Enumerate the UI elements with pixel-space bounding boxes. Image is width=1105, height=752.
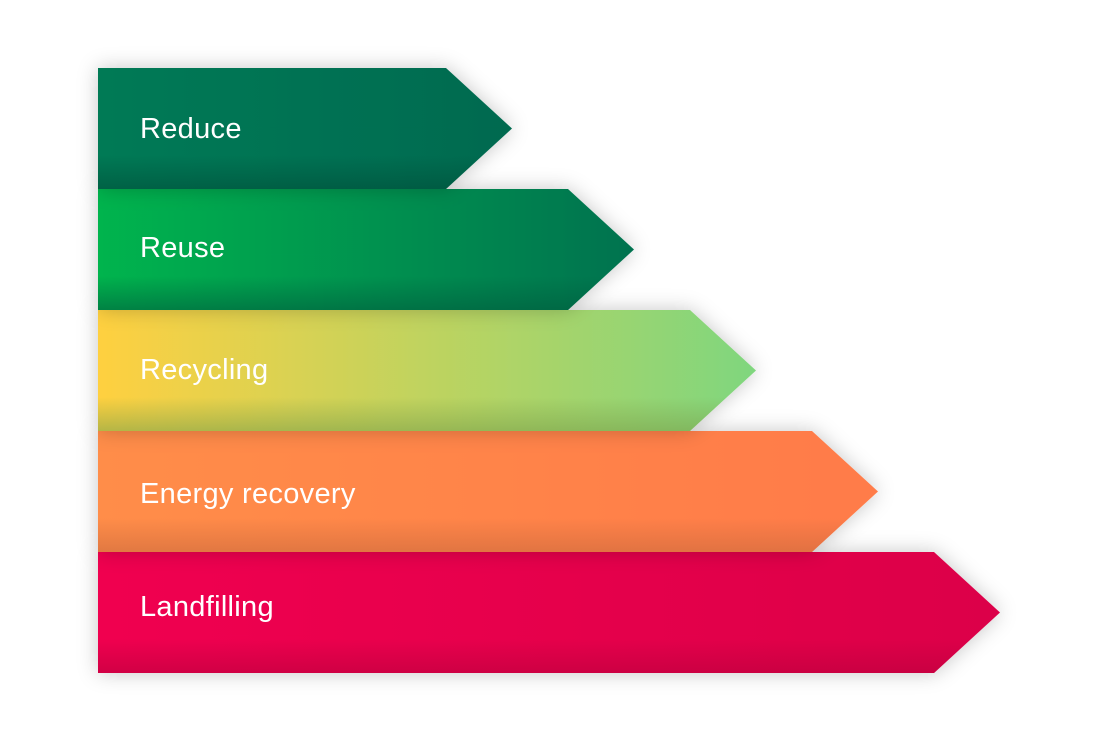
arrow-landfilling [98, 552, 1000, 673]
arrow-shading-reuse [98, 189, 634, 310]
arrow-reduce [98, 68, 512, 189]
arrow-shading-landfilling [98, 552, 1000, 673]
level-label-landfilling: Landfilling [140, 591, 274, 623]
level-label-reuse: Reuse [140, 232, 226, 264]
arrow-shading-energy-recovery [98, 431, 878, 552]
level-label-reduce: Reduce [140, 113, 242, 145]
arrow-shading-reduce [98, 68, 512, 189]
arrow-reuse [98, 189, 634, 310]
arrow-recycling [98, 310, 756, 431]
arrow-shading-recycling [98, 310, 756, 431]
level-label-recycling: Recycling [140, 354, 269, 386]
level-label-energy-recovery: Energy recovery [140, 478, 356, 510]
arrow-energy-recovery [98, 431, 878, 552]
